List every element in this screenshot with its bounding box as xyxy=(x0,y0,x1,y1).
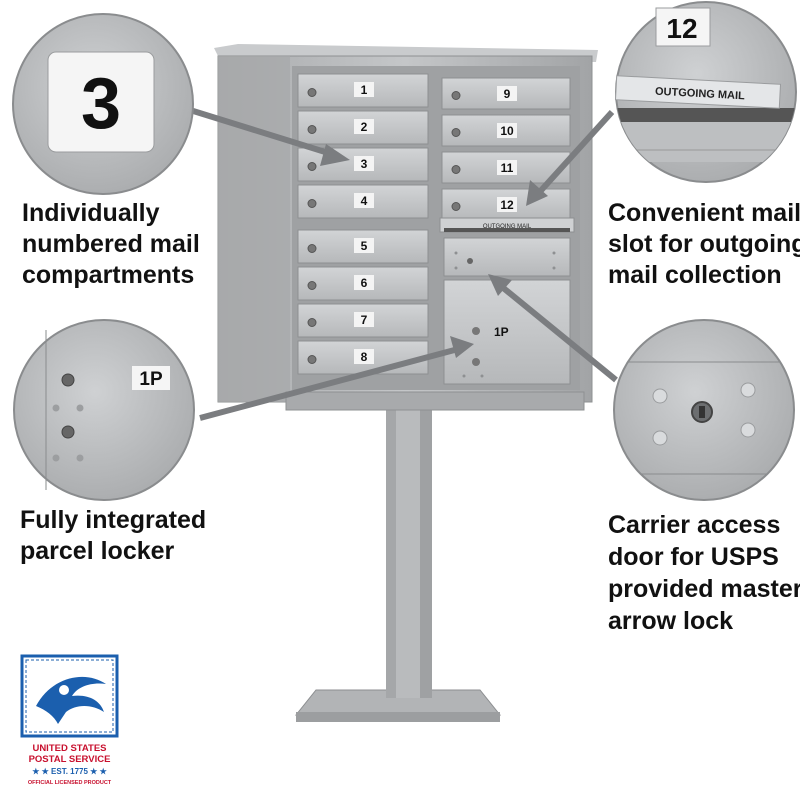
door-number: 2 xyxy=(361,120,368,134)
caption-line: Individually xyxy=(22,199,160,227)
caption-carrier-door: Carrier access door for USPS provided ma… xyxy=(608,509,800,637)
caption-parcel-locker: Fully integrated parcel locker xyxy=(20,505,206,567)
door-number: 4 xyxy=(361,194,368,208)
callout-arrows xyxy=(189,107,618,421)
door-number: 12 xyxy=(500,198,514,212)
door-lock-icon xyxy=(307,88,317,97)
zoom-parcel-label: 1P xyxy=(139,369,163,390)
door-number: 6 xyxy=(361,276,368,290)
arrow-outgoing-slot xyxy=(533,109,615,199)
door-lock-icon xyxy=(451,128,461,137)
door-number: 8 xyxy=(361,350,368,364)
carrier-access-door xyxy=(443,237,571,277)
door-number: 10 xyxy=(500,124,514,138)
mail-compartment-door: 8 xyxy=(297,340,429,375)
caption-line: Carrier access xyxy=(608,511,781,539)
right-door-column: 9 10 11 12 xyxy=(441,77,571,221)
caption-line: mail collection xyxy=(608,261,782,289)
arrow-carrier-door xyxy=(494,279,618,383)
door-lock-icon xyxy=(451,91,461,100)
door-lock-icon xyxy=(307,281,317,290)
mail-compartment-door: 7 xyxy=(297,303,429,338)
zoom-circle-parcel: 1P xyxy=(13,319,195,501)
door-lock-icon xyxy=(451,202,461,211)
door-number: 5 xyxy=(361,239,368,253)
caption-line: numbered mail xyxy=(22,230,200,258)
mail-compartment-door: 10 xyxy=(441,114,571,147)
parcel-locker: 1P xyxy=(443,279,571,385)
door-lock-icon xyxy=(307,162,317,171)
zoom-circle-outgoing: 12 OUTGOING MAIL xyxy=(614,1,797,183)
door-number: 9 xyxy=(504,87,511,101)
door-lock-icon xyxy=(307,244,317,253)
door-lock-icon xyxy=(307,199,317,208)
slot-label: OUTGOING MAIL xyxy=(483,224,532,230)
usps-logo xyxy=(20,654,119,792)
caption-line: arrow lock xyxy=(608,607,734,635)
door-lock-icon xyxy=(307,355,317,364)
mail-compartment-door: 6 xyxy=(297,266,429,301)
pedestal xyxy=(294,408,502,722)
caption-line: Fully integrated xyxy=(20,506,207,534)
door-number: 1 xyxy=(361,83,368,97)
zoom-circle-carrier xyxy=(613,319,795,501)
door-number: 3 xyxy=(361,157,368,171)
parcel-label: 1P xyxy=(494,325,509,339)
caption-line: parcel locker xyxy=(20,537,175,565)
arrow-numbered-compartments xyxy=(189,107,339,159)
mail-compartment-door: 9 xyxy=(441,77,571,110)
zoom-number-12: 12 xyxy=(666,13,697,44)
usps-line-1: UNITED STATES xyxy=(32,743,107,754)
left-door-column: 1 2 3 4 5 6 7 8 xyxy=(297,73,429,375)
outgoing-mail-slot: OUTGOING MAIL xyxy=(439,217,575,233)
usps-line-4: OFFICIAL LICENSED PRODUCT xyxy=(27,780,112,786)
mail-compartment-door: 1 xyxy=(297,73,429,108)
zoom-number-3: 3 xyxy=(81,64,121,144)
caption-line: door for USPS xyxy=(608,543,779,571)
zoom-circle-number: 3 xyxy=(12,13,194,195)
arrow-parcel-locker xyxy=(199,345,463,421)
mail-compartment-door: 3 xyxy=(297,147,429,182)
door-number: 7 xyxy=(361,313,368,327)
mail-compartment-door: 12 xyxy=(441,188,571,221)
door-lock-icon xyxy=(451,165,461,174)
eagle-icon xyxy=(36,676,106,724)
caption-line: slot for outgoing xyxy=(608,230,800,258)
zoom-outgoing-label: OUTGOING MAIL xyxy=(655,86,746,103)
usps-line-3: ★ ★ EST. 1775 ★ ★ xyxy=(32,767,107,776)
parcel-lock-icon-2 xyxy=(472,358,480,366)
door-lock-icon xyxy=(307,318,317,327)
caption-line: Convenient mail xyxy=(608,199,800,227)
door-lock-icon xyxy=(307,125,317,134)
caption-numbered-compartments: Individually numbered mail compartments xyxy=(22,198,200,291)
caption-outgoing-slot: Convenient mail slot for outgoing mail c… xyxy=(608,198,800,291)
caption-line: provided master xyxy=(608,575,800,603)
carrier-lock-icon xyxy=(467,258,473,264)
parcel-lock-icon xyxy=(472,327,480,335)
mail-compartment-door: 5 xyxy=(297,229,429,264)
door-number: 11 xyxy=(501,161,514,175)
usps-line-2: POSTAL SERVICE xyxy=(28,754,111,765)
mail-compartment-door: 2 xyxy=(297,110,429,145)
mail-compartment-door: 4 xyxy=(297,184,429,219)
caption-line: compartments xyxy=(22,261,195,289)
